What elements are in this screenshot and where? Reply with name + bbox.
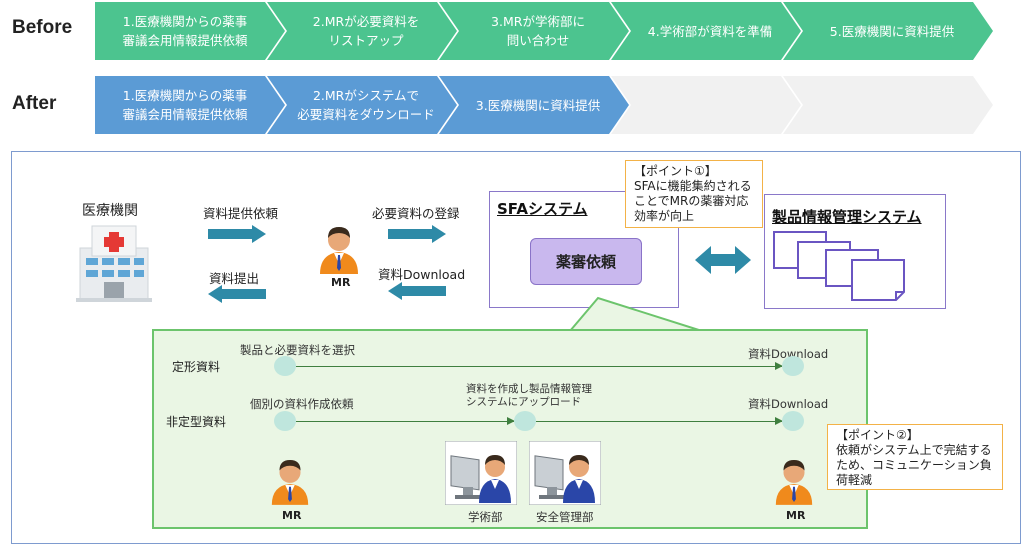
before-label: Before — [12, 17, 73, 38]
mr-label: MR — [331, 276, 351, 289]
register-arrow — [388, 225, 446, 243]
product-system-title: 製品情報管理システム — [772, 208, 922, 226]
hiteikei-flow-line-2 — [536, 416, 783, 426]
after-process-row: 1.医療機関からの薬事 審議会用情報提供依頼 2.MRがシステムで 必要資料をダ… — [95, 76, 995, 134]
before-step-3: 3.MRが学術部に 問い合わせ — [439, 2, 629, 60]
provide-label: 資料提出 — [209, 271, 260, 286]
anzen-workstation-icon — [529, 441, 601, 505]
mr-left-person-icon — [271, 459, 309, 505]
mr-right-person-icon — [775, 459, 813, 505]
teikei-label: 定形資料 — [172, 360, 221, 374]
callout-connector — [569, 296, 703, 332]
hospital-icon — [76, 225, 152, 302]
teikei-step-label: 製品と必要資料を選択 — [240, 343, 355, 357]
gakujutsu-workstation-icon — [445, 441, 517, 505]
download-arrow — [388, 282, 446, 300]
teikei-end-node — [782, 356, 804, 376]
hiteikei-mid-label: 資料を作成し製品情報管理 システムにアップロード — [466, 383, 592, 408]
hiteikei-start-node — [274, 411, 296, 431]
mr-left-label: MR — [282, 509, 302, 522]
anzen-label: 安全管理部 — [536, 510, 594, 524]
hiteikei-end-node — [782, 411, 804, 431]
hiteikei-flow-line-1 — [296, 416, 515, 426]
download-label: 資料Download — [378, 267, 466, 282]
teikei-start-node — [274, 356, 296, 376]
documents-icon — [773, 231, 905, 301]
teikei-end-label: 資料Download — [748, 347, 829, 361]
mr-person-icon — [320, 227, 358, 274]
sfa-system-title: SFAシステム — [497, 200, 588, 218]
point2-note: 【ポイント②】 依頼がシステム上で完結する ため、コミュニケーション負 荷軽減 — [827, 424, 1003, 490]
register-label: 必要資料の登録 — [372, 206, 460, 221]
provide-arrow — [208, 285, 266, 303]
point1-note: 【ポイント①】 SFAに機能集約される ことでMRの薬審対応 効率が向上 — [625, 160, 763, 228]
hiteikei-step-label: 個別の資料作成依頼 — [250, 397, 354, 411]
after-label: After — [12, 93, 57, 114]
before-step-5: 5.医療機関に資料提供 — [783, 2, 993, 60]
after-step-2: 2.MRがシステムで 必要資料をダウンロード — [267, 76, 457, 134]
hiteikei-end-label: 資料Download — [748, 397, 829, 411]
hospital-label: 医療機関 — [82, 203, 138, 219]
before-step-4: 4.学術部が資料を準備 — [611, 2, 801, 60]
request-label: 資料提供依頼 — [203, 206, 279, 221]
after-empty-step-4 — [611, 76, 801, 134]
teikei-flow-line — [296, 361, 783, 371]
before-step-2: 2.MRが必要資料を リストアップ — [267, 2, 457, 60]
mr-right-label: MR — [786, 509, 806, 522]
request-arrow — [208, 225, 266, 243]
hiteikei-label: 非定型資料 — [166, 415, 227, 429]
before-step-1: 1.医療機関からの薬事 審議会用情報提供依頼 — [95, 2, 285, 60]
after-step-3: 3.医療機関に資料提供 — [439, 76, 629, 134]
hiteikei-mid-node — [514, 411, 536, 431]
before-process-row: 1.医療機関からの薬事 審議会用情報提供依頼 2.MRが必要資料を リストアップ… — [95, 2, 995, 60]
gakujutsu-label: 学術部 — [468, 510, 503, 524]
after-step-1: 1.医療機関からの薬事 審議会用情報提供依頼 — [95, 76, 285, 134]
after-empty-step-5 — [783, 76, 993, 134]
shinsa-request-button[interactable]: 薬審依頼 — [530, 238, 642, 285]
sync-double-arrow — [695, 246, 751, 274]
